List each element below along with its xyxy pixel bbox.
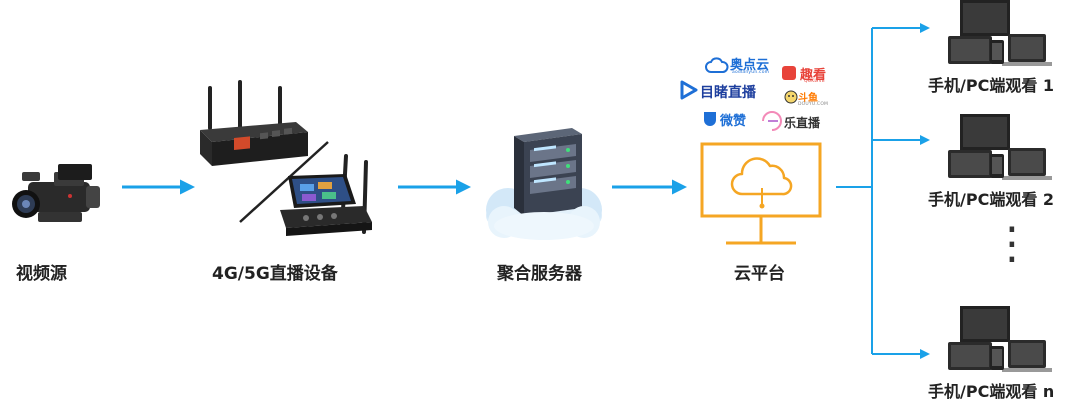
label-viewer-2: 手机/PC端观看 2	[928, 190, 1055, 209]
vertical-ellipsis: ⋮	[990, 218, 1034, 269]
qukan-q-icon	[782, 66, 796, 80]
qukan-logo: 趣看	[800, 68, 827, 83]
mudu-play-icon	[680, 80, 698, 100]
weizan-logo: 微赞	[720, 114, 747, 129]
streaming-device-icon	[200, 80, 372, 236]
label-video-source: 视频源	[16, 264, 67, 284]
aodianyun-domain: aodianyun.com	[732, 70, 770, 75]
viewer-device-1-icon	[948, 0, 1052, 66]
douyu-logo: 斗鱼	[798, 93, 818, 104]
qukan-domain: QUKLIVE	[804, 79, 825, 84]
camcorder-icon	[12, 164, 100, 222]
label-viewer-1: 手机/PC端观看 1	[928, 76, 1055, 95]
aodianyun-logo: 奥点云	[730, 58, 770, 73]
label-aggregation-server: 聚合服务器	[497, 264, 582, 284]
lezhibo-icon	[762, 111, 782, 131]
mudu-logo: 目睹直播	[700, 85, 756, 101]
label-viewer-n: 手机/PC端观看 n	[928, 382, 1055, 401]
viewer-device-2-icon	[948, 114, 1052, 180]
label-cloud-platform: 云平台	[734, 264, 785, 284]
douyu-domain: DOUYU.COM	[798, 102, 829, 107]
aodianyun-cloud-icon	[705, 57, 729, 73]
label-streaming-device: 4G/5G直播设备	[212, 264, 338, 284]
platform-logos: 奥点云 aodianyun.com 趣看 QUKLIVE 目睹直播 斗鱼 DOU…	[680, 52, 850, 138]
server-icon	[486, 128, 602, 240]
weizan-icon	[704, 112, 716, 126]
viewer-device-n-icon	[948, 306, 1052, 372]
douyu-fish-icon	[784, 90, 798, 104]
lezhibo-logo: 乐直播	[784, 116, 821, 130]
cloud-platform-monitor-icon	[700, 142, 822, 245]
